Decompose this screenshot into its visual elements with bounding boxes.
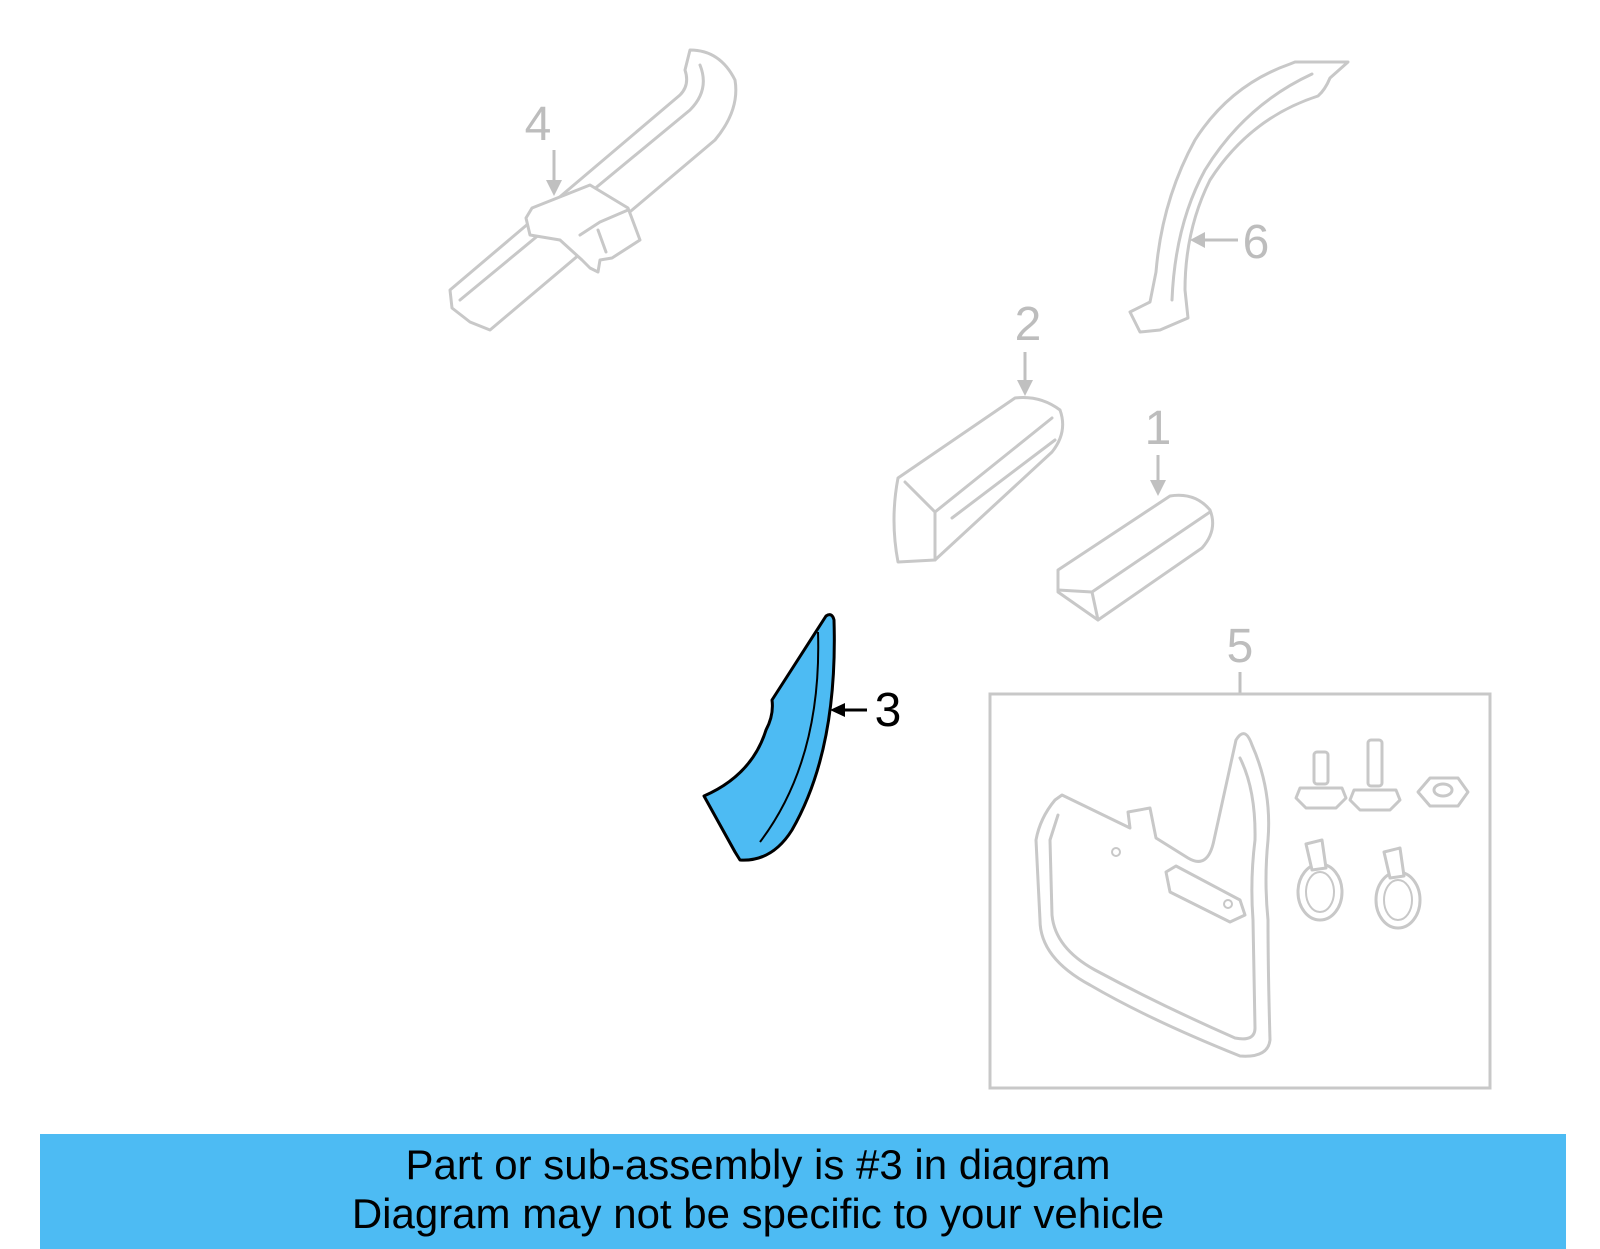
part-4-trim-rail[interactable] [448,48,738,332]
kit-clip-right-icon [1374,846,1422,930]
part-3-splash-guard[interactable] [702,613,836,862]
leader-4 [546,150,562,196]
leader-6 [1190,232,1238,248]
kit-nut-icon [1416,776,1470,808]
callout-5: 5 [1227,620,1254,673]
part-5-mud-flap[interactable] [1034,732,1272,1058]
kit-bolt-short-icon [1294,750,1348,810]
callout-1: 1 [1145,402,1172,455]
kit-clip-left-icon [1296,838,1344,922]
callout-6: 6 [1243,216,1270,269]
kit-bolt-long-icon [1348,738,1402,812]
banner-line-2: Diagram may not be specific to your vehi… [351,1190,1165,1237]
leader-1 [1150,455,1166,496]
leader-3 [830,703,867,717]
banner-line-1: Part or sub-assembly is #3 in diagram [405,1141,1111,1188]
callout-4: 4 [525,98,552,151]
callout-2: 2 [1015,298,1042,351]
part-1-trim-piece[interactable] [1056,493,1215,622]
info-banner: Part or sub-assembly is #3 in diagram Di… [40,1134,1566,1249]
kit-box [988,692,1492,1090]
callout-3: 3 [875,684,902,737]
part-6-arch-strip[interactable] [1128,60,1350,334]
leader-2 [1017,352,1033,396]
part-2-trim-piece[interactable] [892,396,1065,564]
